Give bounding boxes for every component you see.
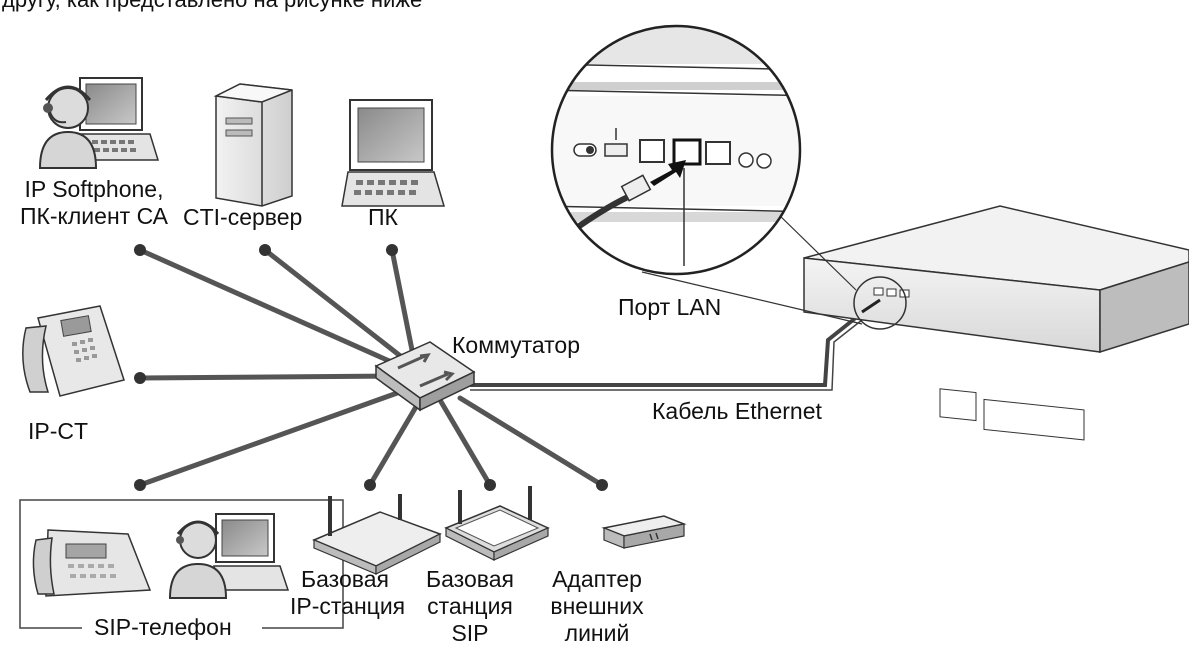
trunk-adapter-label-line1: Адаптер <box>552 566 642 592</box>
base-ip-station-icon <box>312 494 442 575</box>
switch-icon <box>374 341 476 412</box>
sip-phone-group-box <box>19 499 344 629</box>
base-sip-station-label-line2: станция <box>427 593 513 619</box>
sip-softphone-user-icon <box>168 513 290 599</box>
connection-dots <box>134 244 608 491</box>
base-ip-station-label-line2: IP-станция <box>290 593 406 619</box>
base-sip-station-label-line1: Базовая <box>426 566 514 592</box>
softphone-user-icon <box>38 77 160 169</box>
base-ip-station-label-line1: Базовая <box>301 566 389 592</box>
magnifier-circle <box>550 24 802 276</box>
trunk-adapter-label: Адаптер внешних линий <box>532 566 662 647</box>
lan-port-label: Порт LAN <box>618 294 722 320</box>
pbx-unit-icon <box>803 205 1189 441</box>
base-sip-station-label: Базовая станция SIP <box>420 566 520 647</box>
magnified-port-view <box>552 26 800 274</box>
sip-desk-phone-icon <box>32 529 152 597</box>
intro-text: другу, как представлено на рисунке ниже <box>2 0 422 13</box>
pc-icon <box>341 99 446 207</box>
pc-label: ПК <box>368 204 398 230</box>
trunk-adapter-icon <box>601 515 687 549</box>
cti-server-icon <box>213 83 293 207</box>
trunk-adapter-label-line3: линий <box>564 620 630 646</box>
sip-phone-label: SIP-телефон <box>94 614 232 640</box>
cti-server-label: CTI-сервер <box>183 204 303 230</box>
softphone-label-line2: ПК-клиент СА <box>19 203 169 229</box>
ethernet-cable-label: Кабель Ethernet <box>652 398 822 424</box>
softphone-label-line1: IP Softphone, <box>24 176 164 202</box>
ip-phone-icon <box>22 305 125 397</box>
switch-label: Коммутатор <box>452 332 580 358</box>
base-sip-station-icon <box>444 486 550 561</box>
trunk-adapter-label-line2: внешних <box>550 593 644 619</box>
small-zoom-circle <box>853 276 907 330</box>
base-ip-station-label: Базовая IP-станция <box>290 566 406 620</box>
base-sip-station-label-line3: SIP <box>451 620 489 646</box>
connection-lines <box>137 247 605 488</box>
ip-ct-label: IP-CT <box>28 418 89 444</box>
ethernet-cable <box>470 314 860 387</box>
insert-arrow-icon <box>650 160 686 186</box>
softphone-label: IP Softphone, ПК-клиент СА <box>8 176 180 230</box>
